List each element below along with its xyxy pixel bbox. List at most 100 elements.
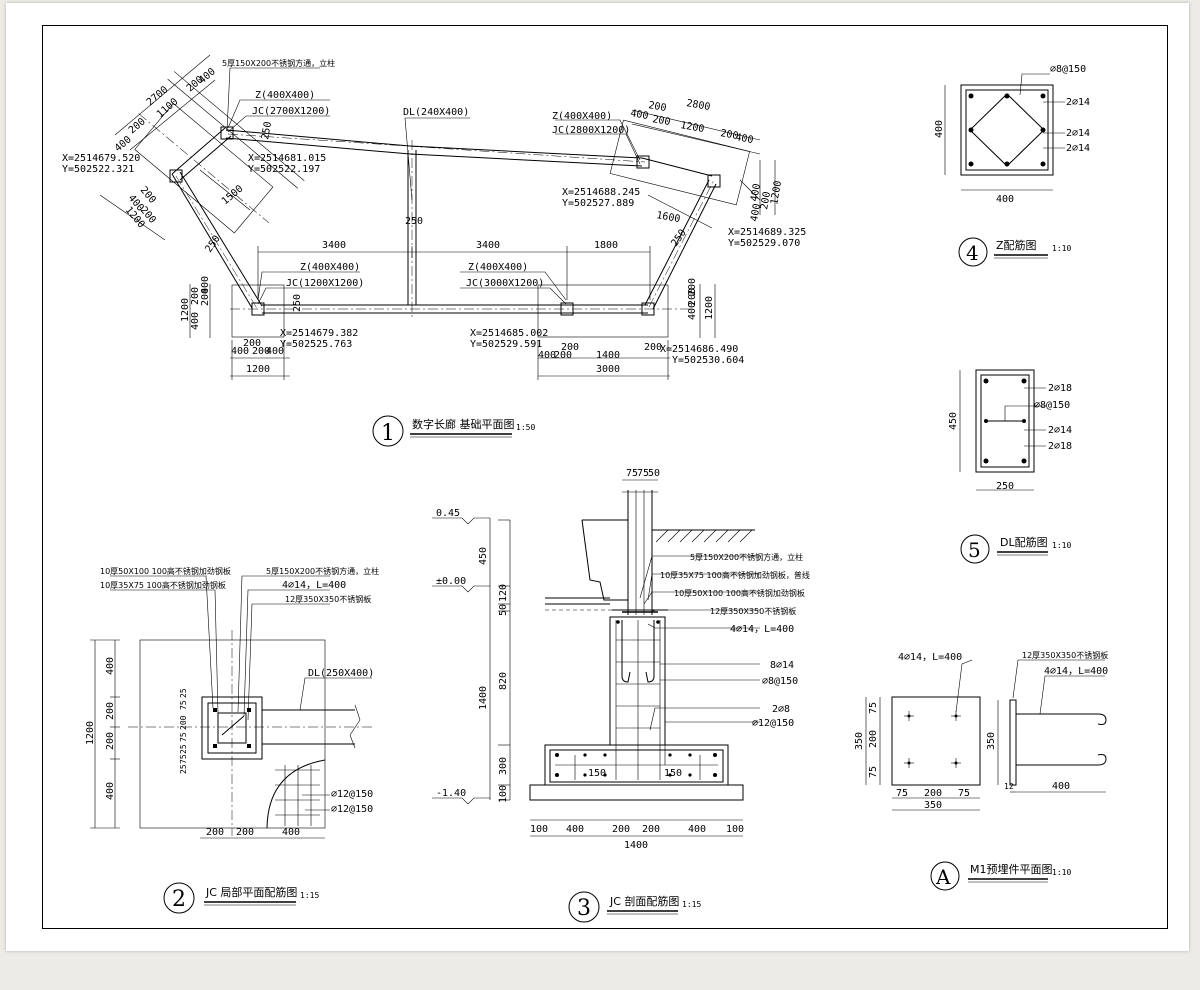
right-vdim: 1200 xyxy=(704,296,715,320)
bottom-left-dim: 200 xyxy=(252,346,270,357)
jc-plan-vdim: 200 xyxy=(105,732,116,750)
right-dim: 200 xyxy=(647,100,667,114)
left-coord2-y: Y=502522.197 xyxy=(248,164,320,175)
jc-plan-small: 25 xyxy=(179,688,188,698)
emb-hdim: 200 xyxy=(924,788,942,799)
right-vdim: 200 xyxy=(687,278,698,296)
right-dim: 200 xyxy=(759,191,773,211)
beam-dim: 250 xyxy=(405,216,423,227)
detail-z: ⌀8@150 2⌀14 2⌀14 2⌀14 400 400 4 Z配筋图 1:1… xyxy=(934,64,1090,267)
columns xyxy=(169,126,721,316)
z-num: 4 xyxy=(966,241,979,265)
bottom-right-dim: 400 xyxy=(538,350,556,361)
span-1: 3400 xyxy=(322,240,346,251)
bottom-jc1: JC(1200X1200) xyxy=(286,278,364,289)
detail-jc-section: 75 75 50 0.45 ±0.00 -1.40 5厚150X200不锈钢方通… xyxy=(432,468,810,923)
emb-vdim: 75 xyxy=(868,766,879,778)
emb-htotal: 350 xyxy=(924,800,942,811)
sec-elev-top: 0.45 xyxy=(436,508,460,519)
dl-rebar-bottom: 2⌀18 xyxy=(1048,441,1072,452)
sec-rebar-8-14: 8⌀14 xyxy=(770,660,794,671)
sec-note2: 10厚35X75 100高不锈钢加劲钢板，普线 xyxy=(660,570,810,580)
right-coord1-x: X=2514688.245 xyxy=(562,187,640,198)
emb-side-l: 400 xyxy=(1052,781,1070,792)
sec-note5: 4⌀14，L=400 xyxy=(730,624,794,635)
dl-width: 250 xyxy=(996,481,1014,492)
jc-plan-rebar2: ⌀12@150 xyxy=(331,804,373,815)
sec-hdim: 400 xyxy=(566,824,584,835)
z-title: Z配筋图 xyxy=(996,238,1037,252)
sec-inner-dim: 150 xyxy=(588,768,606,779)
right-coord1-y: Y=502527.889 xyxy=(562,198,634,209)
right-dim: 400 xyxy=(629,108,649,122)
jc-plan-scale: 1:15 xyxy=(300,891,319,900)
dl-height: 450 xyxy=(948,412,959,430)
dl-rebar-top: 2⌀18 xyxy=(1048,383,1072,394)
right-top-z: Z(400X400) xyxy=(552,111,612,122)
footing-jc2800 xyxy=(609,119,750,206)
emb-num: A xyxy=(935,865,951,889)
detail-embedded: 4⌀14，L=400 12厚350X350不锈钢板 4⌀14，L=400 75 … xyxy=(854,650,1108,891)
jc-plan-small: 75 xyxy=(179,732,188,742)
sec-hdim: 200 xyxy=(642,824,660,835)
right-dim-2800: 2800 xyxy=(685,98,711,113)
sec-rebar-2-8: 2⌀8 xyxy=(772,704,790,715)
jc-plan-small: 25 xyxy=(179,744,188,754)
jc-plan-dl: DL(250X400) xyxy=(308,668,374,679)
coord-c1-y: Y=502525.763 xyxy=(280,339,352,350)
plan-labels: DL(240X400) 250 250 250 250 250 5厚150X20… xyxy=(62,58,806,375)
bottom-left-dim: 400 xyxy=(266,346,284,357)
plan-scale: 1:50 xyxy=(516,423,535,432)
plan-dimensions xyxy=(99,54,776,380)
sec-top-dim: 75 xyxy=(637,468,649,479)
sec-note4: 12厚350X350不锈钢板 xyxy=(710,606,796,616)
sec-note1: 5厚150X200不锈钢方通，立柱 xyxy=(690,552,803,562)
left-vdim: 1200 xyxy=(180,298,191,322)
bottom-left-dim: 200 xyxy=(243,338,261,349)
jc-plan-num: 2 xyxy=(172,887,186,912)
bottom-right-dim: 200 xyxy=(644,342,662,353)
plan-title-text: 数字长廊 基础平面图 xyxy=(412,417,515,431)
coord-c2-y: Y=502529.591 xyxy=(470,339,542,350)
z-rebar-1: 2⌀14 xyxy=(1066,97,1090,108)
sec-vdim: 100 xyxy=(498,785,509,803)
right-top-jc: JC(2800X1200) xyxy=(552,125,630,136)
emb-vtotal: 350 xyxy=(854,732,865,750)
plan-num: 1 xyxy=(381,421,395,446)
detail-dl: 2⌀18 ⌀8@150 2⌀14 2⌀18 250 450 5 DL配筋图 1:… xyxy=(948,369,1072,564)
beam-dim: 250 xyxy=(669,228,688,249)
dl-num: 5 xyxy=(968,538,981,562)
sec-inner-dim: 150 xyxy=(664,768,682,779)
sec-hdim: 100 xyxy=(726,824,744,835)
jc-plan-total: 1200 xyxy=(85,721,96,745)
sec-note3: 10厚50X100 100高不锈钢加劲钢板 xyxy=(674,588,805,598)
dl-stirrup: ⌀8@150 xyxy=(1034,400,1070,411)
right-vdim: 400 xyxy=(687,302,698,320)
jc-plan-note3: 5厚150X200不锈钢方通，立柱 xyxy=(266,566,379,576)
sec-elev-bottom: -1.40 xyxy=(436,788,466,799)
right-dim: 1200 xyxy=(679,120,705,135)
jc-plan-small: 200 xyxy=(179,715,188,730)
right-dim: 200 xyxy=(651,114,671,128)
foundation-plan: DL(240X400) 250 250 250 250 250 5厚150X20… xyxy=(62,54,806,447)
z-rebar-stirrup: ⌀8@150 xyxy=(1050,64,1086,75)
drawing-sheet xyxy=(6,3,1189,951)
emb-note3: 4⌀14，L=400 xyxy=(1044,666,1108,677)
jc-plan-hdim: 200 xyxy=(206,827,224,838)
jc-plan-small: 75 xyxy=(179,754,188,764)
bottom-jc2: JC(3000X1200) xyxy=(466,278,544,289)
sec-vdim: 50 xyxy=(498,604,509,616)
coord-c1-x: X=2514679.382 xyxy=(280,328,358,339)
sec-vdim: 120 xyxy=(498,584,509,602)
right-vdim: 200 xyxy=(687,288,698,306)
left-top-z: Z(400X400) xyxy=(255,90,315,101)
sec-stirrup: ⌀8@150 xyxy=(762,676,798,687)
left-dim: 400 xyxy=(113,134,134,154)
plan-title: 1 数字长廊 基础平面图 1:50 xyxy=(372,415,535,447)
emb-note1: 4⌀14，L=400 xyxy=(898,652,962,663)
sec-scale: 1:15 xyxy=(682,900,701,909)
emb-vdim: 200 xyxy=(868,730,879,748)
z-rebar-2: 2⌀14 xyxy=(1066,128,1090,139)
left-top-note: 5厚150X200不锈钢方通，立柱 xyxy=(222,58,335,68)
jc-plan-hdim: 400 xyxy=(282,827,300,838)
